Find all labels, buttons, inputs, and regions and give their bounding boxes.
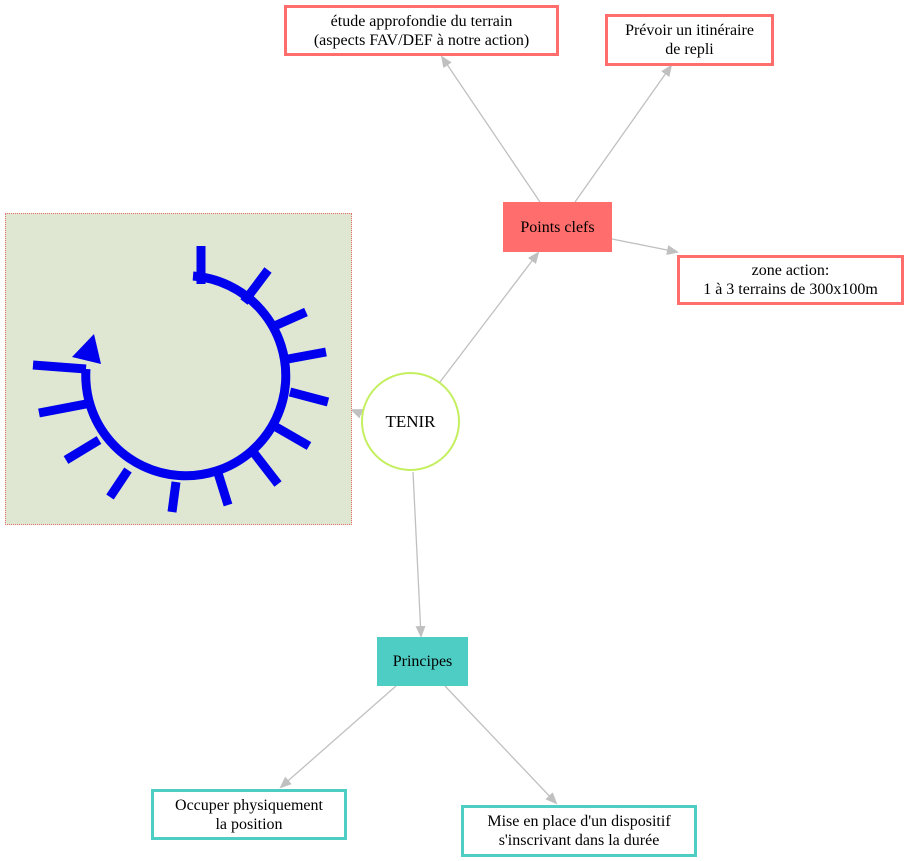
edge-tenir-principes — [412, 471, 426, 638]
node-dispositif-duree-label: Mise en place d'un dispositif s'inscriva… — [487, 813, 671, 849]
node-zone-action-label: zone action: 1 à 3 terrains de 300x100m — [703, 262, 878, 298]
tenir-tactical-symbol-icon — [32, 246, 330, 513]
node-itineraire-repli: Prévoir un itinéraire de repli — [605, 14, 774, 66]
edge-principes-dispositif — [444, 685, 558, 805]
edge-principes-occuper — [279, 685, 397, 789]
center-node-tenir: TENIR — [361, 372, 460, 471]
tenir-symbol-image — [5, 213, 352, 525]
node-points-clefs: Points clefs — [503, 202, 612, 252]
edge-points-clefs-zone — [611, 238, 679, 255]
node-itineraire-repli-label: Prévoir un itinéraire de repli — [625, 22, 754, 58]
node-principes: Principes — [377, 637, 468, 686]
node-zone-action: zone action: 1 à 3 terrains de 300x100m — [677, 255, 904, 305]
node-etude-terrain-label: étude approfondie du terrain (aspects FA… — [313, 12, 530, 49]
node-points-clefs-label: Points clefs — [520, 218, 595, 236]
node-occuper-position: Occuper physiquement la position — [151, 789, 347, 840]
node-etude-terrain: étude approfondie du terrain (aspects FA… — [284, 5, 559, 56]
node-principes-label: Principes — [392, 653, 453, 670]
edge-points-clefs-etude — [440, 55, 541, 203]
node-dispositif-duree: Mise en place d'un dispositif s'inscriva… — [461, 805, 697, 857]
edge-tenir-image — [350, 409, 364, 419]
edge-tenir-points-clefs — [439, 251, 540, 383]
center-node-label: TENIR — [385, 412, 436, 431]
node-occuper-position-label: Occuper physiquement la position — [175, 796, 323, 833]
edge-points-clefs-repli — [574, 64, 673, 203]
